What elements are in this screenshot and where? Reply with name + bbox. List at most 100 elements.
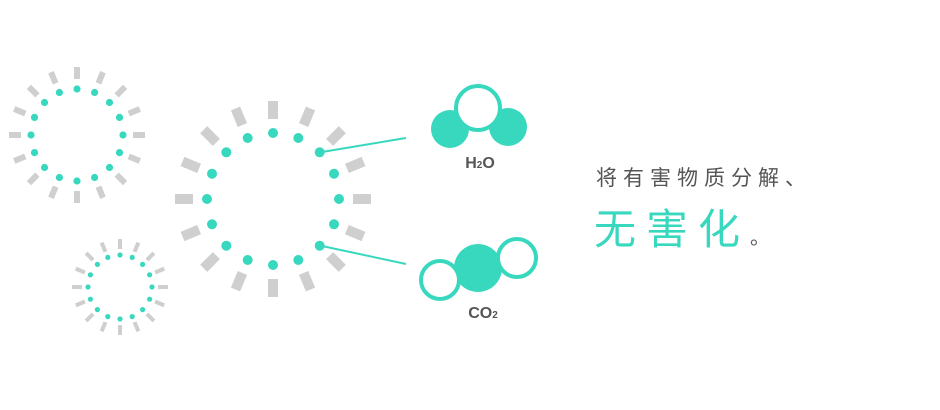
burst-dot bbox=[129, 314, 135, 320]
burst-dot bbox=[30, 149, 39, 157]
co2-molecule: CO2 bbox=[419, 237, 538, 322]
co2-oxygen-atom-right bbox=[496, 237, 538, 279]
co2-formula-label: CO2 bbox=[468, 305, 498, 322]
decompose-caption: 将有害物质分解、 bbox=[596, 166, 812, 190]
burst-dot bbox=[30, 113, 39, 121]
co2-carbon-atom bbox=[454, 244, 502, 292]
headline-period: 。 bbox=[750, 225, 771, 249]
burst-ray bbox=[114, 84, 128, 98]
burst-ray bbox=[180, 224, 202, 242]
burst-bottom-left bbox=[72, 239, 168, 335]
burst-dot bbox=[329, 168, 339, 179]
burst-ray bbox=[26, 172, 40, 186]
burst-top-left bbox=[9, 67, 145, 203]
burst-dot bbox=[40, 98, 49, 107]
burst-dot bbox=[87, 272, 93, 278]
burst-dot bbox=[221, 147, 232, 158]
burst-dot bbox=[119, 131, 127, 139]
burst-dot bbox=[293, 133, 304, 143]
burst-ray bbox=[74, 266, 86, 275]
burst-ray bbox=[84, 251, 95, 262]
burst-dot bbox=[329, 219, 339, 230]
burst-dot bbox=[207, 219, 217, 230]
burst-ray bbox=[180, 156, 202, 174]
particle-bursts bbox=[9, 67, 371, 335]
burst-ray bbox=[344, 224, 366, 242]
burst-dot bbox=[105, 163, 114, 172]
burst-dot bbox=[73, 85, 81, 93]
burst-dot bbox=[91, 88, 99, 97]
harmless-headline-text: 无害化 bbox=[594, 205, 751, 254]
burst-dot bbox=[94, 261, 100, 267]
burst-ray bbox=[84, 312, 95, 323]
burst-dot bbox=[105, 314, 111, 320]
burst-ray bbox=[95, 185, 106, 199]
burst-dot bbox=[268, 128, 278, 138]
burst-dot bbox=[117, 252, 123, 258]
burst-ray bbox=[145, 312, 156, 323]
burst-ray bbox=[48, 185, 59, 199]
burst-dot bbox=[129, 254, 135, 260]
burst-dot bbox=[140, 307, 146, 313]
burst-ray bbox=[298, 106, 316, 128]
burst-dot bbox=[87, 296, 93, 302]
burst-dot bbox=[85, 284, 91, 290]
burst-ray bbox=[298, 270, 316, 292]
burst-dot bbox=[115, 113, 124, 121]
burst-ray bbox=[200, 252, 220, 272]
water-molecule: H2O bbox=[431, 84, 527, 172]
burst-dot bbox=[94, 307, 100, 313]
burst-dot bbox=[207, 168, 217, 179]
burst-ray bbox=[230, 106, 248, 128]
burst-dot bbox=[91, 173, 99, 182]
burst-ray bbox=[326, 126, 346, 146]
burst-ray bbox=[132, 321, 141, 333]
burst-ray bbox=[99, 241, 108, 253]
burst-ray bbox=[99, 321, 108, 333]
burst-dot bbox=[242, 255, 253, 265]
burst-dot bbox=[314, 240, 325, 251]
burst-ray bbox=[127, 153, 141, 164]
burst-dot bbox=[55, 173, 64, 182]
burst-dot bbox=[147, 296, 153, 302]
burst-dot bbox=[105, 254, 111, 260]
burst-dot bbox=[147, 272, 153, 278]
burst-dot bbox=[105, 98, 114, 107]
burst-dot bbox=[117, 316, 123, 322]
burst-dot bbox=[55, 88, 64, 97]
burst-ray bbox=[326, 252, 346, 272]
burst-ray bbox=[230, 270, 248, 292]
burst-ray bbox=[154, 266, 166, 275]
burst-dot bbox=[242, 133, 253, 143]
connector-line-water bbox=[321, 137, 407, 153]
burst-dot bbox=[293, 255, 304, 265]
water-formula-label: H2O bbox=[465, 155, 495, 172]
harmless-headline: 无害化。 bbox=[594, 204, 770, 263]
burst-dot bbox=[115, 149, 124, 157]
burst-dot bbox=[268, 260, 278, 270]
burst-ray bbox=[114, 172, 128, 186]
burst-dot bbox=[40, 163, 49, 172]
connector-line-co2 bbox=[321, 245, 407, 265]
burst-center bbox=[175, 101, 371, 297]
burst-ray bbox=[74, 299, 86, 308]
burst-dot bbox=[221, 240, 232, 251]
burst-ray bbox=[26, 84, 40, 98]
burst-ray bbox=[13, 153, 27, 164]
burst-dot bbox=[73, 177, 81, 185]
burst-ray bbox=[48, 71, 59, 85]
water-oxygen-atom bbox=[454, 84, 502, 132]
burst-dot bbox=[27, 131, 35, 139]
burst-ray bbox=[127, 106, 141, 117]
burst-ray bbox=[154, 299, 166, 308]
burst-dot bbox=[149, 284, 155, 290]
burst-ray bbox=[200, 126, 220, 146]
burst-ray bbox=[95, 71, 106, 85]
burst-dot bbox=[140, 261, 146, 267]
burst-ray bbox=[132, 241, 141, 253]
burst-dot bbox=[314, 147, 325, 158]
burst-ray bbox=[145, 251, 156, 262]
co2-oxygen-atom-left bbox=[419, 259, 461, 301]
